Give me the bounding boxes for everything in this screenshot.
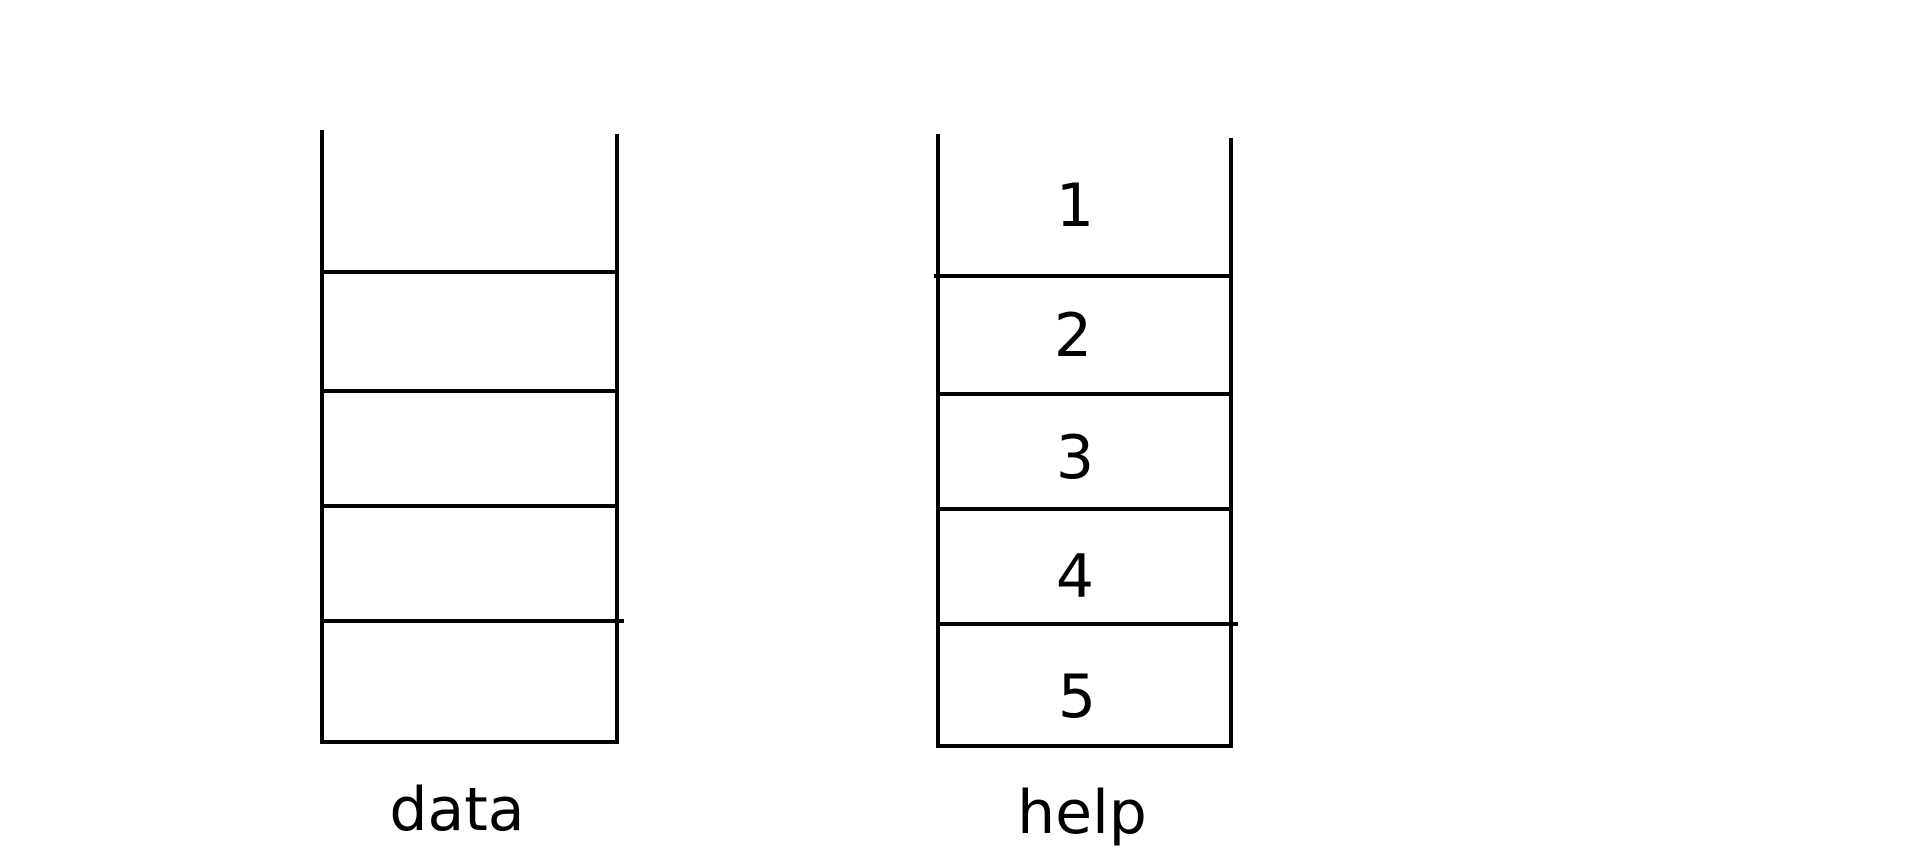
stack-help-cell-3: 3 [1056, 423, 1094, 493]
stack-data: data [320, 130, 624, 845]
stack-help: 1 2 3 4 5 help [934, 134, 1238, 848]
stack-help-cell-4: 4 [1056, 542, 1094, 612]
stack-help-cell-1: 1 [1056, 171, 1094, 241]
stack-help-cell-5: 5 [1058, 662, 1096, 732]
stack-data-label: data [389, 775, 524, 845]
stack-help-cell-2: 2 [1054, 301, 1092, 371]
stack-help-label: help [1017, 778, 1147, 848]
